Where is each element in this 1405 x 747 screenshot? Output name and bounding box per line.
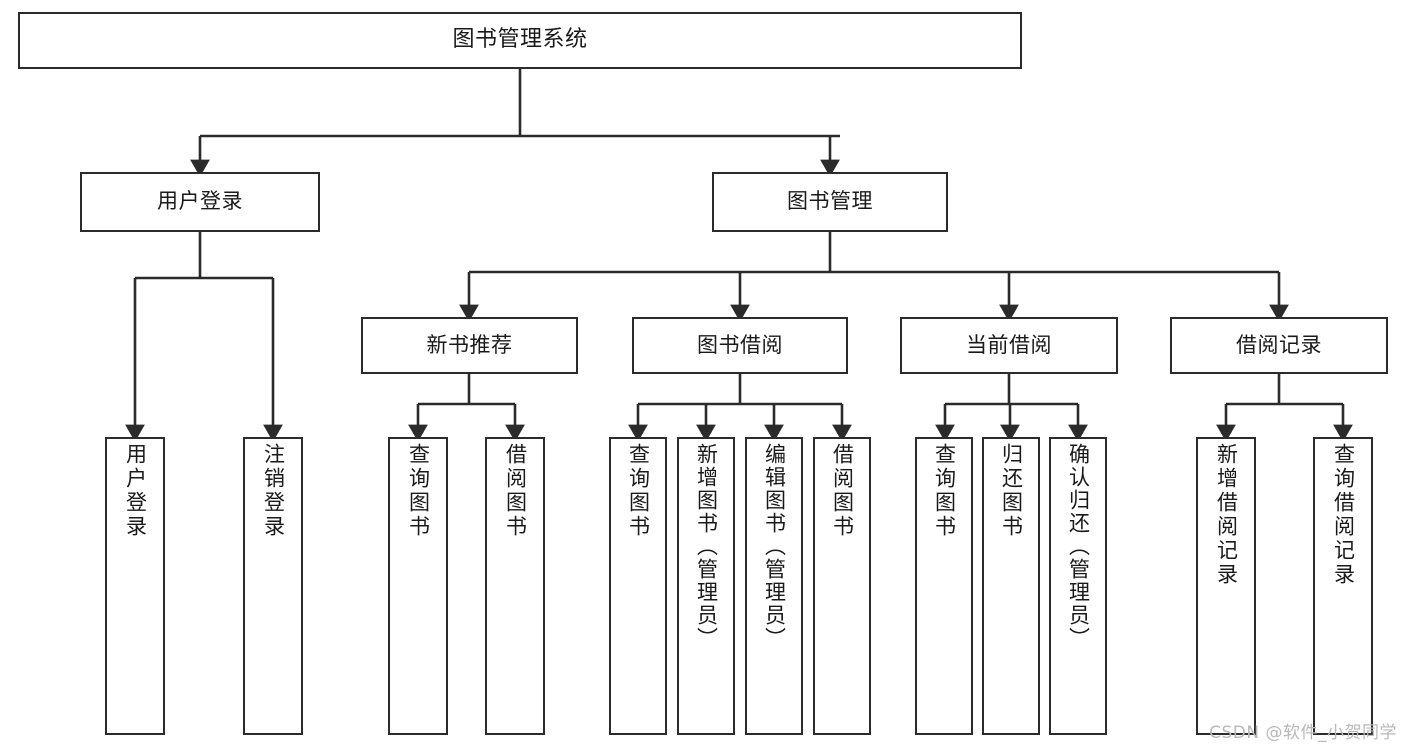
node-label: 用户登录 — [123, 443, 148, 539]
node-label: 确认归还（管理员） — [1066, 443, 1091, 650]
node-label: 图书管理 — [787, 189, 873, 214]
node-label: 新书推荐 — [426, 332, 513, 357]
node-label: 查询图书 — [406, 443, 431, 539]
leaf-new-book-borrow-book[interactable]: 借阅图书 — [485, 437, 545, 735]
csdn-watermark: CSDN @软件_小贺同学 — [1209, 723, 1397, 743]
leaf-current-borrow-return-book[interactable]: 归还图书 — [982, 437, 1040, 735]
node-label: 编辑图书（管理员） — [762, 443, 787, 650]
node-label: 注销登录 — [261, 443, 286, 539]
leaf-book-borrow-borrow-book[interactable]: 借阅图书 — [813, 437, 871, 735]
node-label: 查询借阅记录 — [1331, 443, 1356, 587]
node-label: 借阅记录 — [1236, 332, 1322, 357]
leaf-current-borrow-confirm-return-admin[interactable]: 确认归还（管理员） — [1049, 437, 1107, 735]
leaf-current-borrow-query-book[interactable]: 查询图书 — [915, 437, 973, 735]
node-new-book-recommendation[interactable]: 新书推荐 — [361, 317, 578, 374]
leaf-book-borrow-add-book-admin[interactable]: 新增图书（管理员） — [677, 437, 735, 735]
node-label: 图书借阅 — [697, 332, 783, 357]
node-root-book-management-system[interactable]: 图书管理系统 — [18, 12, 1022, 69]
node-borrow-record[interactable]: 借阅记录 — [1170, 317, 1388, 374]
node-label: 新增借阅记录 — [1214, 443, 1239, 587]
leaf-book-borrow-edit-book-admin[interactable]: 编辑图书（管理员） — [745, 437, 803, 735]
node-label: 归还图书 — [999, 443, 1024, 539]
leaf-user-login-login[interactable]: 用户登录 — [105, 437, 165, 735]
leaf-book-borrow-query-book[interactable]: 查询图书 — [609, 437, 667, 735]
leaf-user-login-logout[interactable]: 注销登录 — [243, 437, 303, 735]
leaf-borrow-record-add-record[interactable]: 新增借阅记录 — [1196, 437, 1256, 735]
node-user-login[interactable]: 用户登录 — [80, 172, 320, 232]
node-current-borrow[interactable]: 当前借阅 — [900, 317, 1118, 374]
leaf-borrow-record-query-record[interactable]: 查询借阅记录 — [1313, 437, 1373, 735]
node-label: 图书管理系统 — [452, 27, 588, 53]
node-label: 当前借阅 — [966, 332, 1052, 357]
leaf-new-book-query-book[interactable]: 查询图书 — [388, 437, 448, 735]
node-label: 借阅图书 — [503, 443, 528, 539]
node-book-borrow[interactable]: 图书借阅 — [632, 317, 848, 374]
node-label: 查询图书 — [626, 443, 651, 539]
node-label: 用户登录 — [157, 189, 243, 214]
node-label: 新增图书（管理员） — [694, 443, 719, 650]
node-label: 查询图书 — [932, 443, 957, 539]
node-label: 借阅图书 — [830, 443, 855, 539]
node-book-management[interactable]: 图书管理 — [712, 172, 948, 232]
